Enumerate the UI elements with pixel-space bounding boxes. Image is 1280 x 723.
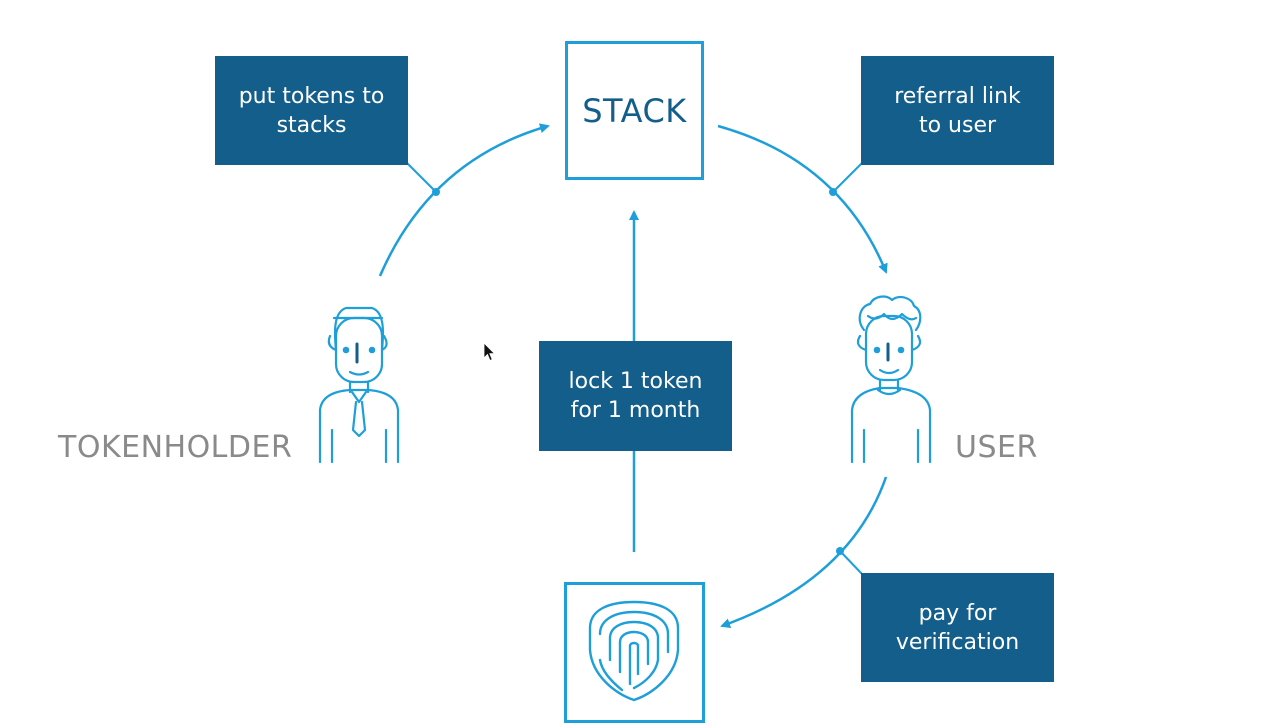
arrow-tokenholder-to-stack (378, 123, 550, 277)
callout-put-tokens-line2: stacks (276, 112, 347, 138)
connector-dot (836, 547, 844, 555)
mouse-pointer-icon (483, 342, 496, 362)
connector-put-tokens (405, 161, 437, 193)
curly-hair-person-icon (850, 295, 932, 464)
connector-dot (829, 188, 837, 196)
verification-node (564, 582, 705, 723)
callout-lock: lock 1 token for 1 month (539, 341, 732, 451)
stack-label: STACK (582, 91, 687, 130)
arrow-user-to-verification (720, 476, 888, 628)
callout-pay-line2: verification (895, 629, 1020, 655)
callout-pay-line1: pay for (918, 600, 997, 626)
callout-pay: pay for verification (861, 573, 1054, 682)
callout-referral: referral link to user (861, 56, 1054, 165)
connector-pay (839, 550, 863, 575)
tokenholder-label: TOKENHOLDER (58, 430, 293, 465)
stack-node: STACK (565, 41, 704, 180)
callout-lock-line2: for 1 month (570, 398, 701, 423)
callout-referral-line1: referral link (894, 83, 1021, 109)
callout-referral-line2: to user (918, 112, 997, 138)
arrow-stack-to-user (717, 124, 888, 274)
user-label: USER (955, 430, 1038, 465)
businessman-icon (318, 306, 400, 464)
callout-put-tokens: put tokens to stacks (215, 56, 408, 165)
connector-referral (832, 162, 863, 193)
fingerprint-shield-icon (588, 600, 680, 702)
callout-put-tokens-line1: put tokens to (238, 83, 385, 109)
connector-dot (432, 188, 440, 196)
callout-lock-line1: lock 1 token (568, 369, 703, 394)
